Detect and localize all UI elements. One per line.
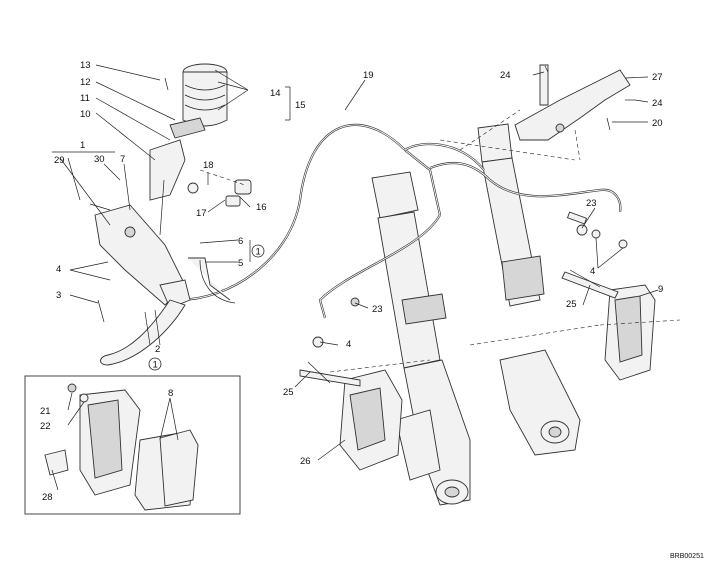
callout-19: 19 (363, 70, 374, 81)
callout-2: 2 (155, 344, 160, 355)
callout-25-left: 25 (283, 387, 294, 398)
inset-caliper-pads (24, 375, 241, 515)
callout-24-top: 24 (500, 70, 511, 81)
callout-4-center: 4 (346, 339, 351, 350)
callout-17: 17 (196, 208, 207, 219)
right-brake-caliper (561, 271, 656, 381)
right-fork-leg (477, 123, 581, 456)
callout-18: 18 (203, 160, 214, 171)
callout-28: 28 (42, 492, 53, 503)
callout-24-right: 24 (652, 98, 663, 109)
left-brake-caliper (299, 369, 403, 471)
banjo-fittings (187, 179, 628, 348)
assembly-dashed-lines (199, 109, 681, 373)
brake-light-switch (188, 257, 236, 304)
callout-9: 9 (658, 284, 663, 295)
brake-hose-main (177, 124, 622, 319)
callout-20: 20 (652, 118, 663, 129)
left-fork-leg (371, 171, 471, 506)
brake-fluid-reservoir (149, 63, 228, 201)
bolts (89, 65, 635, 384)
brake-master-cylinder (94, 204, 191, 309)
callout-29: 29 (54, 155, 65, 166)
callout-4-left: 4 (56, 264, 61, 275)
brake-lever (100, 299, 186, 366)
hose-bracket (514, 64, 631, 141)
callout-23-right: 23 (586, 198, 597, 209)
callout-21: 21 (40, 406, 51, 417)
callout-23-left: 23 (372, 304, 383, 315)
callout-circled-1-lower: 1 (153, 360, 158, 371)
callout-10: 10 (80, 109, 91, 120)
callout-5: 5 (238, 258, 243, 269)
callout-16: 16 (256, 202, 267, 213)
callout-3: 3 (56, 290, 61, 301)
callout-25-right: 25 (566, 299, 577, 310)
callout-circled-1-upper: 1 (256, 247, 261, 258)
callout-7: 7 (120, 154, 125, 165)
callout-6: 6 (238, 236, 243, 247)
callout-22: 22 (40, 421, 51, 432)
callout-30: 30 (94, 154, 105, 165)
callout-26: 26 (300, 456, 311, 467)
drawing-code: BRB00251 (670, 553, 704, 560)
leader-lines (51, 64, 659, 491)
callout-labels: 13 12 11 10 1 29 30 7 4 3 14 15 18 17 16… (40, 60, 663, 503)
callout-15: 15 (295, 100, 306, 111)
callout-12: 12 (80, 77, 91, 88)
callout-11: 11 (80, 93, 90, 104)
callout-13: 13 (80, 60, 91, 71)
callout-27: 27 (652, 72, 663, 83)
callout-1: 1 (80, 140, 85, 151)
callout-4-right: 4 (590, 266, 595, 277)
callout-14: 14 (270, 88, 281, 99)
callout-8: 8 (168, 388, 173, 399)
